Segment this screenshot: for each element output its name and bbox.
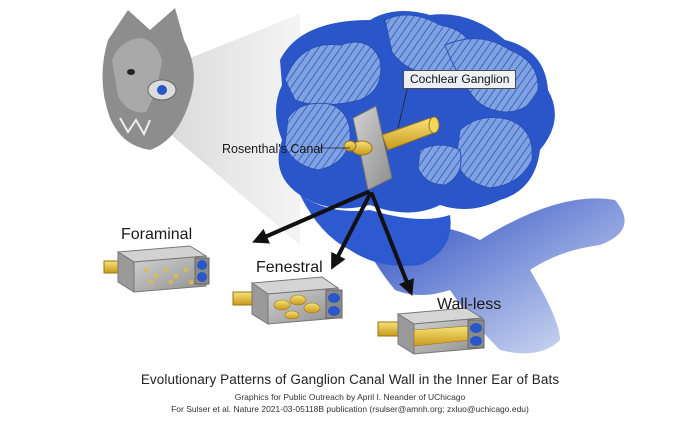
branching-arrows-icon xyxy=(252,190,414,296)
caption-credit-line2: For Sulser et al. Nature 2021-03-05118B … xyxy=(171,404,529,414)
label-fenestral: Fenestral xyxy=(256,259,323,276)
label-wall-less: Wall-less xyxy=(437,296,502,313)
label-foraminal: Foraminal xyxy=(121,226,193,243)
label-rosenthals-canal: Rosenthal's Canal xyxy=(222,142,324,156)
foraminal-canal-model xyxy=(103,245,210,293)
wall-less-canal-model xyxy=(377,307,485,355)
cochlea-hatched-slices xyxy=(284,14,539,189)
leader-cochlear xyxy=(397,85,409,129)
caption-credit-line1: Graphics for Public Outreach by April I.… xyxy=(234,392,466,402)
bat-head-icon xyxy=(102,8,194,150)
cochlea-lower xyxy=(300,195,451,266)
rosenthals-canal-model xyxy=(343,105,440,191)
label-cochlear-ganglion: Cochlear Ganglion xyxy=(403,70,517,89)
caption-title: Evolutionary Patterns of Ganglion Canal … xyxy=(140,372,560,387)
fenestral-canal-model xyxy=(232,276,343,325)
